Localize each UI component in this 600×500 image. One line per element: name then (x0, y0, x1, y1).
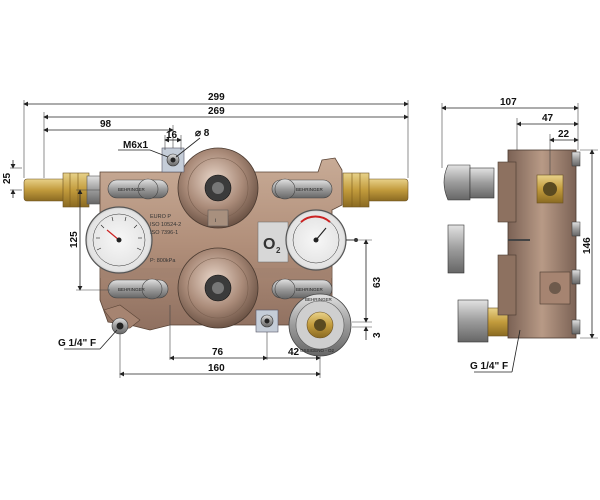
dim-42: 42 (288, 347, 300, 358)
dim-47: 47 (542, 113, 554, 124)
svg-text:BEHRINGER: BEHRINGER (296, 287, 324, 292)
front-dimensions: 299 269 98 16 ⌀ 8 M6x1 25 125 (2, 92, 409, 378)
valve-handle-bottom-left: BEHRINGER (107, 278, 169, 300)
valve-handle-top-left: BEHRINGER (107, 178, 169, 200)
dim-125: 125 (69, 231, 80, 248)
dim-63: 63 (372, 276, 383, 288)
svg-text:ISO 7396-1: ISO 7396-1 (150, 230, 178, 236)
dim-3: 3 (372, 332, 383, 338)
dim-16: 16 (166, 130, 178, 141)
dim-98: 98 (100, 119, 112, 130)
dim-phi8: ⌀ 8 (195, 128, 210, 139)
label-g14-right: G 1/4" F (470, 361, 508, 372)
dim-146: 146 (582, 237, 593, 254)
svg-text:2: 2 (276, 246, 281, 255)
dim-160: 160 (208, 363, 225, 374)
valve-handle-bottom-right: BEHRINGER (271, 278, 333, 300)
dim-299: 299 (208, 92, 225, 103)
right-inlet-pipe (342, 172, 409, 208)
o2-label: O 2 (257, 221, 289, 263)
regulator-dome-top: i (177, 147, 259, 229)
svg-text:OSSIGENO - O2: OSSIGENO - O2 (300, 348, 335, 353)
svg-text:O: O (263, 236, 275, 253)
label-m6x1: M6x1 (123, 140, 148, 151)
svg-text:BEHRINGER: BEHRINGER (305, 297, 333, 302)
dim-269: 269 (208, 106, 225, 117)
pressure-gauge-left (85, 206, 153, 274)
g14-fitting-left (111, 317, 129, 335)
regulator-dome-bottom (177, 247, 259, 329)
side-view (443, 149, 581, 343)
valve-handle-top-right: BEHRINGER (271, 178, 333, 200)
svg-text:BEHRINGER: BEHRINGER (118, 187, 146, 192)
m6x1-port (161, 147, 185, 173)
svg-text:P: 800kPa: P: 800kPa (150, 258, 176, 264)
svg-text:EURO P: EURO P (150, 214, 171, 220)
spec-plate: EURO P ISO 10524-2 ISO 7396-1 P: 800kPa (150, 214, 181, 264)
gas-outlet-socket: BEHRINGER OSSIGENO - O2 (288, 293, 352, 357)
dim-76: 76 (212, 347, 224, 358)
svg-text:ISO 10524-2: ISO 10524-2 (150, 222, 181, 228)
dim-25: 25 (2, 172, 13, 184)
dim-22: 22 (558, 129, 570, 140)
svg-text:i: i (215, 218, 216, 224)
svg-text:BEHRINGER: BEHRINGER (118, 287, 146, 292)
svg-text:BEHRINGER: BEHRINGER (296, 187, 324, 192)
dim-107: 107 (500, 97, 517, 108)
pressure-gauge-right (285, 209, 358, 271)
side-dimensions: 107 47 22 146 G 1/4" F (441, 97, 598, 373)
label-g14-left: G 1/4" F (58, 338, 96, 349)
front-view: BEHRINGER BEHRINGER BEHRINGER BEHRINGER (23, 147, 409, 357)
bottom-port (255, 309, 279, 333)
